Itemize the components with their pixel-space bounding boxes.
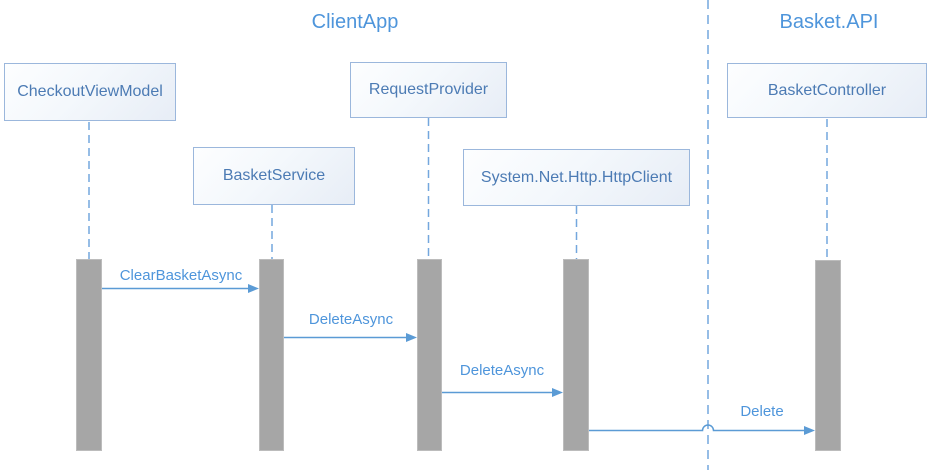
arrowhead-icon	[804, 426, 815, 435]
participant-label: CheckoutViewModel	[17, 83, 163, 100]
message-arrow-delete	[589, 424, 815, 435]
message-arrow-delete-async-2	[442, 388, 563, 397]
message-arrow-clear-basket-async	[102, 284, 259, 293]
arrowhead-icon	[406, 333, 417, 342]
participant-label: RequestProvider	[368, 81, 489, 98]
message-label-delete: Delete	[740, 403, 784, 420]
participant-box-basket-service: BasketService	[193, 147, 355, 205]
activation-bar-basket-service	[259, 259, 284, 451]
participant-label: BasketService	[222, 167, 326, 184]
participant-label: System.Net.Http.HttpClient	[480, 168, 673, 186]
group-header-clientapp: ClientApp	[311, 11, 399, 33]
message-label-delete-async-1: DeleteAsync	[308, 311, 394, 328]
activation-bar-request-provider	[417, 259, 442, 451]
participant-box-request-provider: RequestProvider	[350, 62, 507, 118]
activation-bar-http-client	[563, 259, 589, 451]
activation-bar-checkout-view-model	[76, 259, 102, 451]
participant-label: BasketController	[767, 81, 887, 99]
message-label-clear-basket-async: ClearBasketAsync	[119, 267, 243, 284]
participant-box-basket-controller: BasketController	[727, 63, 927, 118]
group-header-basket-api: Basket.API	[779, 11, 879, 33]
message-arrow-delete-async-1	[284, 333, 417, 342]
participant-box-checkout-view-model: CheckoutViewModel	[4, 63, 176, 121]
arrowhead-icon	[248, 284, 259, 293]
arrowhead-icon	[552, 388, 563, 397]
participant-box-http-client: System.Net.Http.HttpClient	[463, 149, 690, 206]
activation-bar-basket-controller	[815, 260, 841, 451]
message-label-delete-async-2: DeleteAsync	[459, 362, 545, 379]
